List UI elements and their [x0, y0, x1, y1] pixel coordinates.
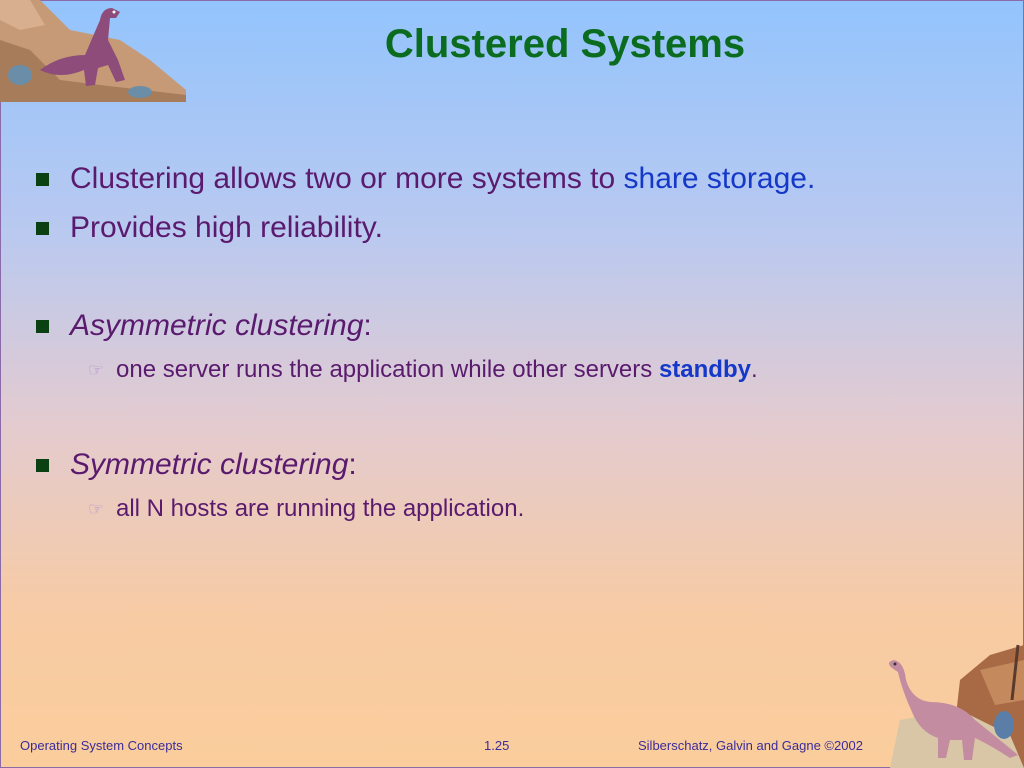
bullet-item-asymmetric: Asymmetric clustering:: [36, 309, 372, 343]
bullet-text: Asymmetric clustering:: [70, 309, 372, 343]
bullet-term: Asymmetric clustering: [70, 309, 364, 342]
sub-bullet-asymmetric: ☞ one server runs the application while …: [86, 356, 758, 384]
bullet-colon: :: [348, 448, 357, 481]
bullet-text: Clustering allows two or more systems to…: [70, 162, 815, 196]
sub-bullet-text: all N hosts are running the application.: [116, 495, 525, 522]
bullet-text: Symmetric clustering:: [70, 448, 357, 482]
square-bullet-icon: [36, 319, 49, 333]
square-bullet-icon: [36, 172, 49, 186]
slide-title: Clustered Systems: [384, 22, 746, 66]
footer-copyright: Silberschatz, Galvin and Gagne ©2002: [638, 738, 863, 753]
bullet-text: Provides high reliability.: [70, 211, 383, 244]
footer-page-number: 1.25: [484, 738, 510, 753]
bullet-text-accent: share storage: [623, 162, 807, 195]
bullet-item-reliability: Provides high reliability.: [36, 211, 383, 245]
bullet-colon: :: [363, 309, 372, 342]
pointing-hand-icon: ☞: [87, 359, 105, 380]
square-bullet-icon: [36, 221, 49, 235]
bullet-term: Symmetric clustering: [70, 448, 349, 481]
sub-bullet-period: .: [750, 356, 758, 383]
sub-bullet-bold: standby: [658, 356, 751, 383]
sub-bullet-text: one server runs the application while ot…: [116, 356, 758, 384]
bullet-item-symmetric: Symmetric clustering:: [36, 448, 357, 482]
sub-bullet-plain: one server runs the application while ot…: [116, 356, 659, 383]
sub-bullet-symmetric: ☞ all N hosts are running the applicatio…: [86, 495, 524, 523]
dinosaur-bottom-illustration: [888, 644, 1024, 768]
bullet-text-period: .: [806, 162, 816, 195]
bullet-item-clustering: Clustering allows two or more systems to…: [36, 162, 815, 196]
pointing-hand-icon: ☞: [87, 498, 105, 519]
square-bullet-icon: [36, 458, 49, 472]
dinosaur-top-illustration: [0, 0, 186, 102]
bullet-text-plain: Clustering allows two or more systems to: [70, 162, 624, 195]
footer-course-title: Operating System Concepts: [20, 738, 183, 753]
